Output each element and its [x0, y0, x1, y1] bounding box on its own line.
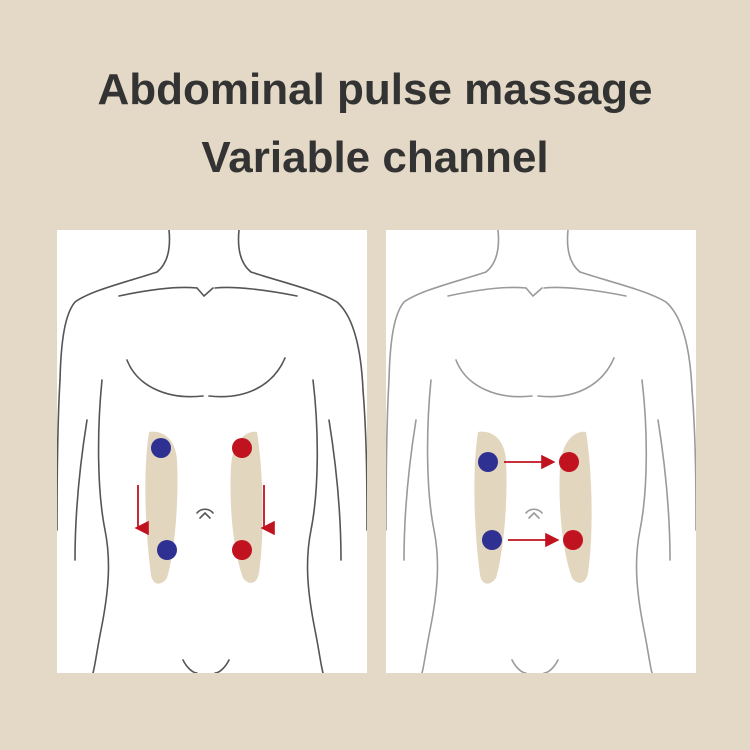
- title-line-1: Abdominal pulse massage: [97, 65, 653, 114]
- torso-outline: [57, 230, 367, 673]
- electrode-red-top: [232, 438, 252, 458]
- panel-horizontal-channel: [386, 230, 696, 673]
- torso-diagram-right: [386, 230, 696, 673]
- electrode-red-bottom: [563, 530, 583, 550]
- torso-diagram-left: [57, 230, 367, 673]
- title-line-2: Variable channel: [201, 133, 549, 182]
- torso-outline-right: [386, 230, 696, 673]
- electrode-blue-bottom: [157, 540, 177, 560]
- electrode-blue-top: [478, 452, 498, 472]
- electrode-blue-bottom: [482, 530, 502, 550]
- electrode-red-top: [559, 452, 579, 472]
- electrode-red-bottom: [232, 540, 252, 560]
- panel-vertical-channel: [57, 230, 367, 673]
- electrode-blue-top: [151, 438, 171, 458]
